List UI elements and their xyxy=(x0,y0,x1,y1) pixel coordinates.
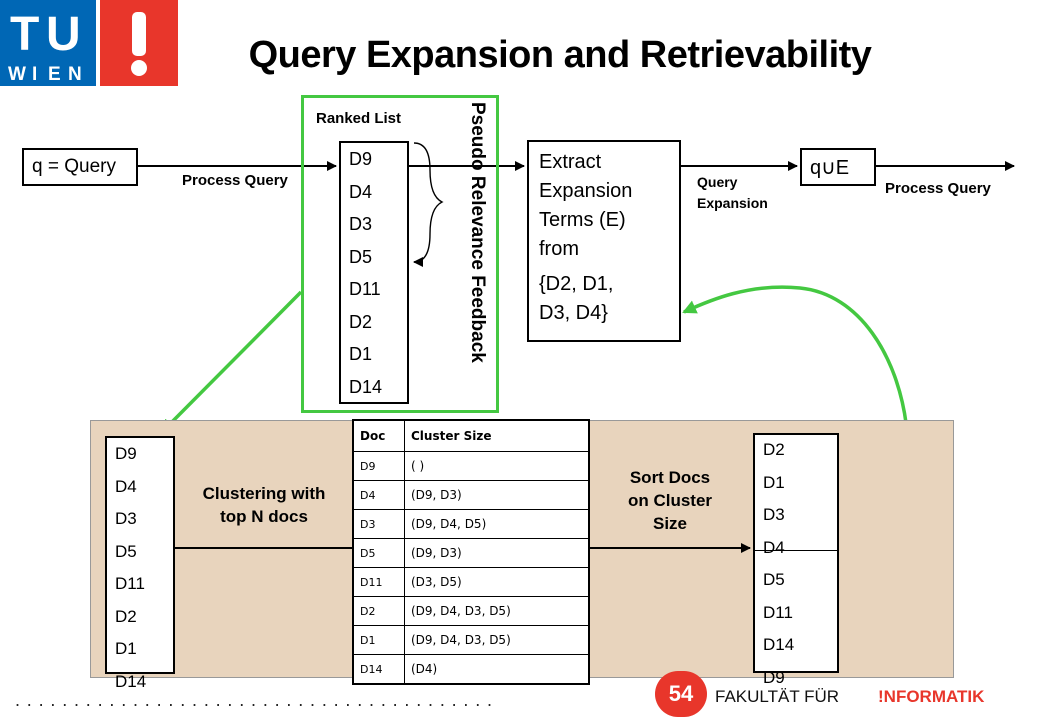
pseudo-relevance-feedback-label: Pseudo Relevance Feedback xyxy=(467,102,488,363)
cell-doc: D3 xyxy=(352,509,405,539)
top-n-item: D5 xyxy=(115,541,137,561)
clustering-label: Clustering with top N docs xyxy=(180,482,348,528)
logo-u: U xyxy=(46,8,81,61)
table-row: D5(D9, D3) xyxy=(352,538,590,568)
cell-doc: D14 xyxy=(352,654,405,685)
query-expansion-line1: Query xyxy=(697,174,738,190)
ranked-item: D5 xyxy=(349,246,373,267)
top-n-item: D11 xyxy=(115,574,145,593)
sorted-item: D4 xyxy=(763,537,785,557)
process-query-label-2: Process Query xyxy=(885,180,991,197)
table-row: D14(D4) xyxy=(352,654,590,685)
clustering-line2: top N docs xyxy=(220,507,308,526)
sorted-item: D14 xyxy=(763,635,795,654)
logo-i: I xyxy=(32,64,37,85)
table-row: D3(D9, D4, D5) xyxy=(352,509,590,539)
sorted-item: D9 xyxy=(763,667,785,687)
cell-cluster: (D9, D3) xyxy=(404,538,590,568)
ranked-item: D9 xyxy=(349,149,373,169)
sorted-item: D1 xyxy=(763,472,785,492)
logo-w: W xyxy=(8,64,26,85)
extract-line: Expansion xyxy=(539,180,633,202)
green-arrow-to-clustering xyxy=(160,290,303,434)
cell-doc: D2 xyxy=(352,596,405,626)
ranked-list-box: D9 D4 D3 D5 D11 D2 D1 D14 xyxy=(339,141,409,404)
sort-line1: Sort Docs xyxy=(629,468,711,487)
table-row: D2(D9, D4, D3, D5) xyxy=(352,596,590,626)
top-n-docs-box: D9 D4 D3 D5 D11 D2 D1 D14 xyxy=(105,436,175,691)
footer-dots: ........................................… xyxy=(15,690,499,710)
header-doc: Doc xyxy=(352,419,405,452)
cell-cluster: (D9, D4, D5) xyxy=(404,509,590,539)
extract-line: from xyxy=(539,238,579,260)
cell-cluster: (D4) xyxy=(404,654,590,685)
sorted-item: D2 xyxy=(763,440,785,459)
table-header-row: Doc Cluster Size xyxy=(352,419,590,452)
table-row: D4(D9, D3) xyxy=(352,480,590,510)
logo-n: N xyxy=(68,64,82,85)
tu-wien-logo: T U W I E N xyxy=(0,0,178,86)
ranked-item: D2 xyxy=(349,311,373,332)
query-expansion-line2: Expansion xyxy=(697,195,768,211)
logo-exclamation-dot xyxy=(131,60,147,76)
prf-brace xyxy=(413,142,444,263)
top-n-item: D14 xyxy=(115,671,147,691)
extract-line: Terms (E) xyxy=(539,209,626,231)
cell-doc: D9 xyxy=(352,451,405,481)
top-n-item: D4 xyxy=(115,476,137,496)
sorted-item: D3 xyxy=(763,505,785,524)
sort-line2: on Cluster xyxy=(627,491,713,510)
cluster-size-table: Doc Cluster Size D9( ) D4(D9, D3) D3(D9,… xyxy=(352,419,590,685)
ranked-item: D3 xyxy=(349,214,373,234)
query-expansion-label: Query Expansion xyxy=(697,172,768,214)
faculty-text: FAKULTÄT FÜR xyxy=(715,687,840,706)
q-union-e-box: q∪E xyxy=(800,148,876,186)
sorted-item: D11 xyxy=(763,602,793,622)
cell-cluster: ( ) xyxy=(404,451,590,481)
informatik-text: !NFORMATIK xyxy=(878,687,985,706)
sorted-item: D5 xyxy=(763,570,785,589)
logo-e: E xyxy=(48,64,61,85)
header-cluster-size: Cluster Size xyxy=(404,419,590,452)
ranked-list-highlight-frame xyxy=(301,95,499,413)
table-row: D1(D9, D4, D3, D5) xyxy=(352,625,590,655)
top-n-item: D2 xyxy=(115,606,137,626)
slide-title: Query Expansion and Retrievability xyxy=(248,34,872,76)
top-n-item: D1 xyxy=(115,639,137,658)
logo-blue-block xyxy=(0,0,96,86)
sort-docs-label: Sort Docs on Cluster Size xyxy=(600,466,740,535)
table-row: D11(D3, D5) xyxy=(352,567,590,597)
top-n-item: D9 xyxy=(115,444,137,463)
query-box: q = Query xyxy=(22,148,138,186)
ranked-item: D1 xyxy=(349,344,373,364)
logo-t: T xyxy=(10,8,39,61)
cell-cluster: (D9, D4, D3, D5) xyxy=(404,625,590,655)
clustering-line1: Clustering with xyxy=(202,484,326,503)
extract-docs-line: D3, D4} xyxy=(539,302,608,324)
process-query-label-1: Process Query xyxy=(182,172,288,189)
cell-doc: D11 xyxy=(352,567,405,597)
ranked-list-label: Ranked List xyxy=(316,110,402,127)
page-number: 54 xyxy=(655,671,707,717)
table-row: D9( ) xyxy=(352,451,590,481)
cell-doc: D4 xyxy=(352,480,405,510)
cell-doc: D1 xyxy=(352,625,405,655)
top-4-separator xyxy=(755,550,837,584)
cell-doc: D5 xyxy=(352,538,405,568)
logo-exclamation-bar xyxy=(132,12,146,56)
ranked-item: D14 xyxy=(349,376,383,397)
cell-cluster: (D3, D5) xyxy=(404,567,590,597)
top-n-item: D3 xyxy=(115,509,137,528)
sort-line3: Size xyxy=(652,514,688,533)
extract-line: Extract xyxy=(539,151,602,173)
cell-cluster: (D9, D3) xyxy=(404,480,590,510)
extract-terms-box: Extract Expansion Terms (E) from {D2, D1… xyxy=(527,140,681,342)
ranked-item: D11 xyxy=(349,279,381,299)
extract-docs-line: {D2, D1, xyxy=(539,273,614,295)
cell-cluster: (D9, D4, D3, D5) xyxy=(404,596,590,626)
sorted-docs-box: D2 D1 D3 D4 D5 D11 D14 D9 xyxy=(753,433,839,687)
ranked-item: D4 xyxy=(349,181,373,202)
